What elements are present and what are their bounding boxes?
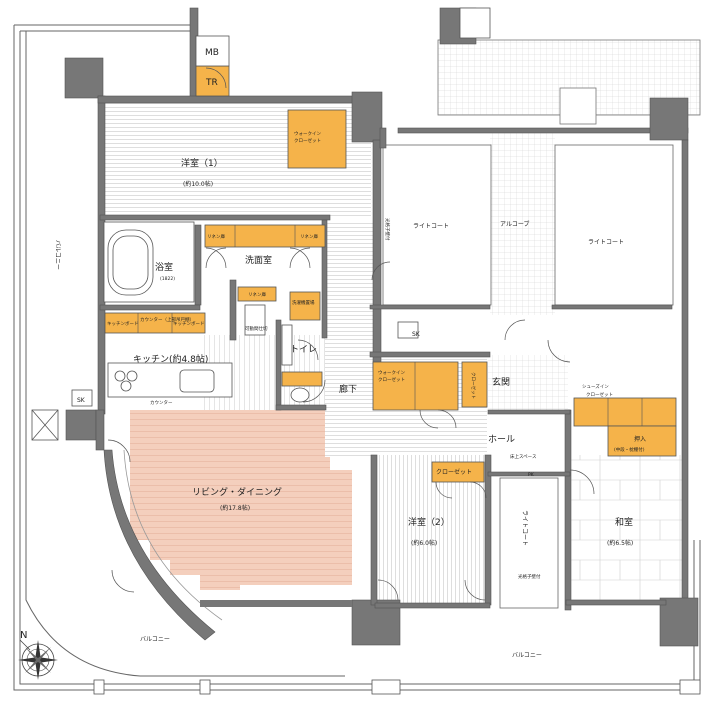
- lightcourt-note: 光格子壁付: [384, 218, 391, 241]
- mb-box: [195, 35, 230, 67]
- linen1-label: リネン庫: [207, 233, 225, 240]
- fixture-dividers: [137, 225, 643, 426]
- washitsu-label: 和室: [615, 516, 633, 528]
- counter-label: カウンター: [150, 399, 173, 406]
- closet-genkan-label: クローゼット: [470, 372, 477, 399]
- senmen-label: 洗面室: [245, 254, 272, 266]
- balcony-features: [31, 7, 701, 695]
- sk-box-2: [397, 321, 419, 339]
- youshitsu1-label: 洋室（1）: [181, 157, 223, 169]
- lightcourt-l-label: ライトコート: [413, 223, 449, 230]
- toilet-fixture: [281, 324, 310, 403]
- lightcourt-note2: 光格子壁付: [518, 573, 541, 580]
- toilet-label: トイレ: [290, 345, 317, 355]
- closet2-label: クローゼット: [436, 468, 472, 476]
- tr-label: TR: [205, 78, 218, 88]
- youshitsu2-area: (約6.0帖): [411, 539, 437, 547]
- lightcourt-r-label: ライトコート: [588, 239, 624, 246]
- bath-label: 浴室: [155, 261, 173, 273]
- floor-lightcourt-s: [499, 477, 559, 609]
- balcony-s-label: バルコニー: [140, 636, 170, 643]
- living-floor: [130, 410, 352, 590]
- kitchen-counter: [107, 362, 233, 398]
- youshitsu2-label: 洋室（2）: [408, 516, 450, 528]
- wic2-label-line2: クローゼット: [378, 376, 405, 383]
- kitchen-board1-label: キッチンボード: [107, 320, 139, 327]
- balcony-w-label: バルコニー: [54, 240, 61, 270]
- rouka-label: 廊下: [339, 383, 357, 395]
- balcony-se-label: バルコニー: [512, 652, 542, 659]
- doors: [107, 67, 595, 601]
- lightcourt-s-label: ライトコート: [521, 510, 528, 546]
- floor-washitsu: [570, 455, 688, 600]
- washitsu-area: (約6.5帖): [607, 539, 633, 547]
- floor-alcove: [490, 130, 555, 315]
- linen2-label: リネン庫: [300, 233, 318, 240]
- bath-size: (1822): [160, 276, 175, 282]
- kitchen-board2-label: キッチンボード: [173, 320, 205, 327]
- shoes-wic-line2: クローゼット: [586, 391, 613, 398]
- wic1-label-line1: ウォークイン: [294, 130, 321, 137]
- mb-label: MB: [205, 48, 219, 58]
- bathtub: [103, 221, 195, 303]
- genkan-label: 玄関: [492, 376, 510, 388]
- linen3-label: リネン庫: [248, 291, 266, 298]
- floor-rouka: [325, 222, 375, 457]
- bottom-wall: [200, 600, 352, 607]
- pk-label: PK: [528, 472, 535, 478]
- oshiire-note: (中段・枕棚付): [614, 446, 645, 453]
- living-curved-wall: [103, 449, 216, 641]
- wic1-label-line2: クローゼット: [294, 137, 321, 144]
- floor-lightcourt-l: [382, 144, 492, 306]
- shoes-wic-line1: シューズイン: [582, 383, 609, 390]
- sk1-label: SK: [77, 397, 86, 404]
- walls: [64, 7, 699, 647]
- wic2-label-line1: ウォークイン: [378, 369, 405, 376]
- alcove-label: アルコーブ: [500, 220, 529, 228]
- youshitsu1-area: (約10.0帖): [183, 180, 213, 188]
- compass-rose: [18, 640, 58, 680]
- tategu-label: 可動間仕切: [245, 325, 268, 332]
- sk2-label: SK: [412, 331, 421, 338]
- compass-north-label: N: [20, 630, 27, 641]
- counter-note-label: カウンター（上部吊戸棚）: [140, 316, 194, 323]
- vanity: [244, 304, 266, 336]
- hall-label: ホール: [488, 434, 515, 445]
- sk-box-1: [71, 389, 93, 407]
- kitchen-label: キッチン(約4.8帖): [133, 353, 208, 365]
- sentakuki-label: 洗濯機置場: [292, 299, 315, 306]
- floor-lightcourt-r: [554, 144, 674, 306]
- living-area: (約17.8帖): [220, 504, 250, 512]
- oshiire-label: 押入: [634, 435, 646, 443]
- living-label: リビング・ダイニング: [192, 486, 282, 498]
- floor-genkan: [488, 355, 568, 410]
- joshitsu-label: 床上スペース: [510, 453, 537, 460]
- north-arrow: [19, 639, 31, 651]
